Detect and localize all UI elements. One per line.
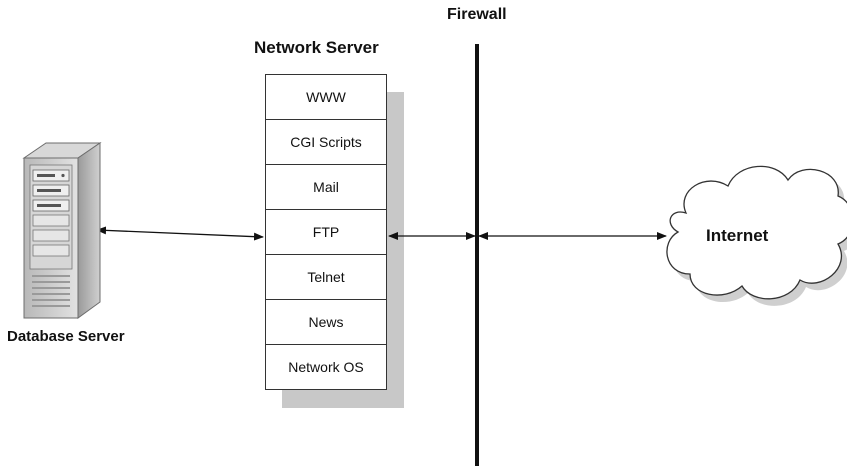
database-server-label: Database Server: [7, 328, 125, 345]
server-tower-icon: [22, 142, 102, 319]
stack-layer-network-os: Network OS: [265, 344, 387, 390]
stack-layer-ftp: FTP: [265, 209, 387, 254]
network-server-stack: WWW CGI Scripts Mail FTP Telnet News Net…: [265, 74, 387, 390]
network-server-label: Network Server: [254, 38, 379, 57]
stack-layer-cgi-scripts: CGI Scripts: [265, 119, 387, 164]
arrow-database-to-ftp: [96, 226, 264, 241]
cloud-icon: [666, 165, 847, 300]
stack-layer-www: WWW: [265, 74, 387, 119]
internet-label: Internet: [706, 226, 769, 245]
stack-layer-news: News: [265, 299, 387, 344]
stack-layer-mail: Mail: [265, 164, 387, 209]
stack-layer-telnet: Telnet: [265, 254, 387, 299]
firewall-label: Firewall: [447, 6, 507, 23]
